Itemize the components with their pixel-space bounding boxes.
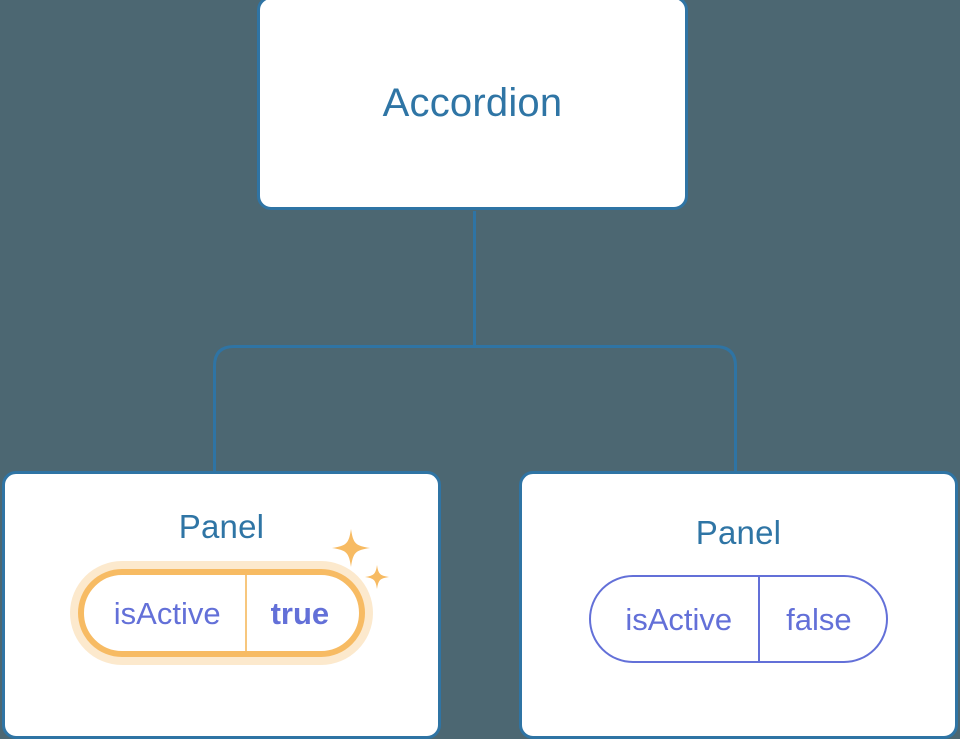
prop-pill-inactive-wrapper: isActive false [589, 575, 888, 663]
prop-pill-isactive-false[interactable]: isActive false [589, 575, 888, 663]
prop-pill-divider [758, 577, 761, 661]
node-panel-inactive-title: Panel [695, 514, 782, 551]
prop-pill-isactive-true[interactable]: isActive true [77, 569, 366, 657]
node-panel-active-title: Panel [178, 508, 265, 545]
node-accordion[interactable]: Accordion [257, 0, 688, 210]
node-panel-active[interactable]: Panel isActive true [2, 471, 441, 739]
prop-key-label: isActive [113, 595, 221, 631]
sparkle-large-icon [332, 529, 371, 567]
prop-value-label: true [270, 595, 330, 631]
prop-key-label: isActive [625, 601, 733, 637]
prop-pill-divider [244, 575, 247, 651]
sparkle-small-icon [365, 565, 390, 589]
node-panel-inactive[interactable]: Panel isActive false [519, 471, 958, 739]
connector-children-bus [213, 345, 737, 471]
prop-value-label: false [786, 601, 852, 637]
node-accordion-title: Accordion [382, 81, 563, 125]
prop-pill-active-wrapper: isActive true [77, 529, 390, 657]
